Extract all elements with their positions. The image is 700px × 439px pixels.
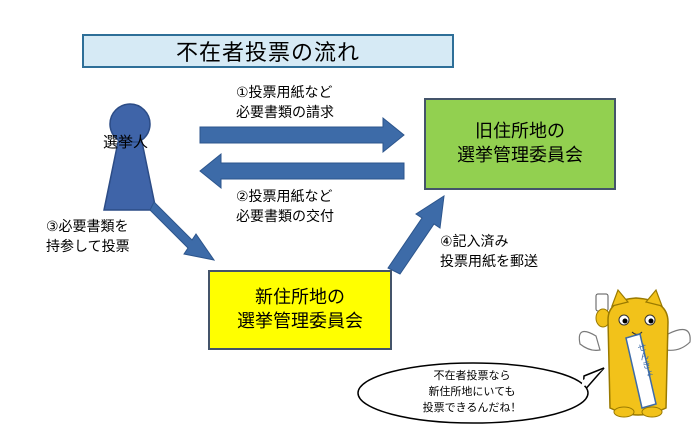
new-committee-line2: 選挙管理委員会 (237, 311, 363, 332)
old-address-election-committee: 旧住所地の 選挙管理委員会 (424, 98, 616, 190)
new-address-election-committee: 新住所地の 選挙管理委員会 (208, 270, 392, 350)
step-2-label: ②投票用紙など 必要書類の交付 (236, 188, 334, 227)
step-3-line1: ③必要書類を (46, 219, 129, 235)
step-2-line2: 必要書類の交付 (236, 208, 334, 225)
step-4-line2: 投票用紙を郵送 (440, 253, 538, 270)
step-4-line1: ④記入済み (440, 234, 509, 250)
voter-figure (103, 103, 157, 211)
new-committee-line1: 新住所地の (255, 286, 345, 308)
old-committee-line2: 選挙管理委員会 (457, 145, 583, 166)
speech-bubble-line1: 不在者投票なら (433, 369, 511, 382)
speech-bubble-line3: 投票できるんだね！ (422, 400, 522, 414)
arrow-issue (199, 152, 405, 190)
voter-label: 選挙人 (103, 133, 149, 151)
speech-bubble-text: 不在者投票なら 新住所地にいても 投票できるんだね！ (372, 368, 572, 416)
old-committee-line1: 旧住所地の (475, 120, 565, 142)
step-1-line2: 必要書類の請求 (236, 104, 334, 121)
step-4-label: ④記入済み 投票用紙を郵送 (440, 233, 538, 272)
arrow-mail-ballot (387, 195, 445, 275)
step-1-label: ①投票用紙など 必要書類の請求 (236, 84, 334, 123)
diagram-title: 不在者投票の流れ (82, 34, 454, 68)
mascot-character (578, 288, 691, 418)
diagram-title-text: 不在者投票の流れ (175, 41, 360, 66)
speech-bubble-line2: 新住所地にいても (428, 384, 516, 398)
step-3-label: ③必要書類を 持参して投票 (46, 218, 130, 257)
step-3-line2: 持参して投票 (46, 238, 130, 255)
speech-bubble (357, 362, 605, 424)
step-2-line1: ②投票用紙など (236, 189, 333, 205)
step-1-line1: ①投票用紙など (236, 85, 333, 101)
arrow-vote-in-person (149, 201, 216, 261)
arrow-request (199, 116, 405, 154)
